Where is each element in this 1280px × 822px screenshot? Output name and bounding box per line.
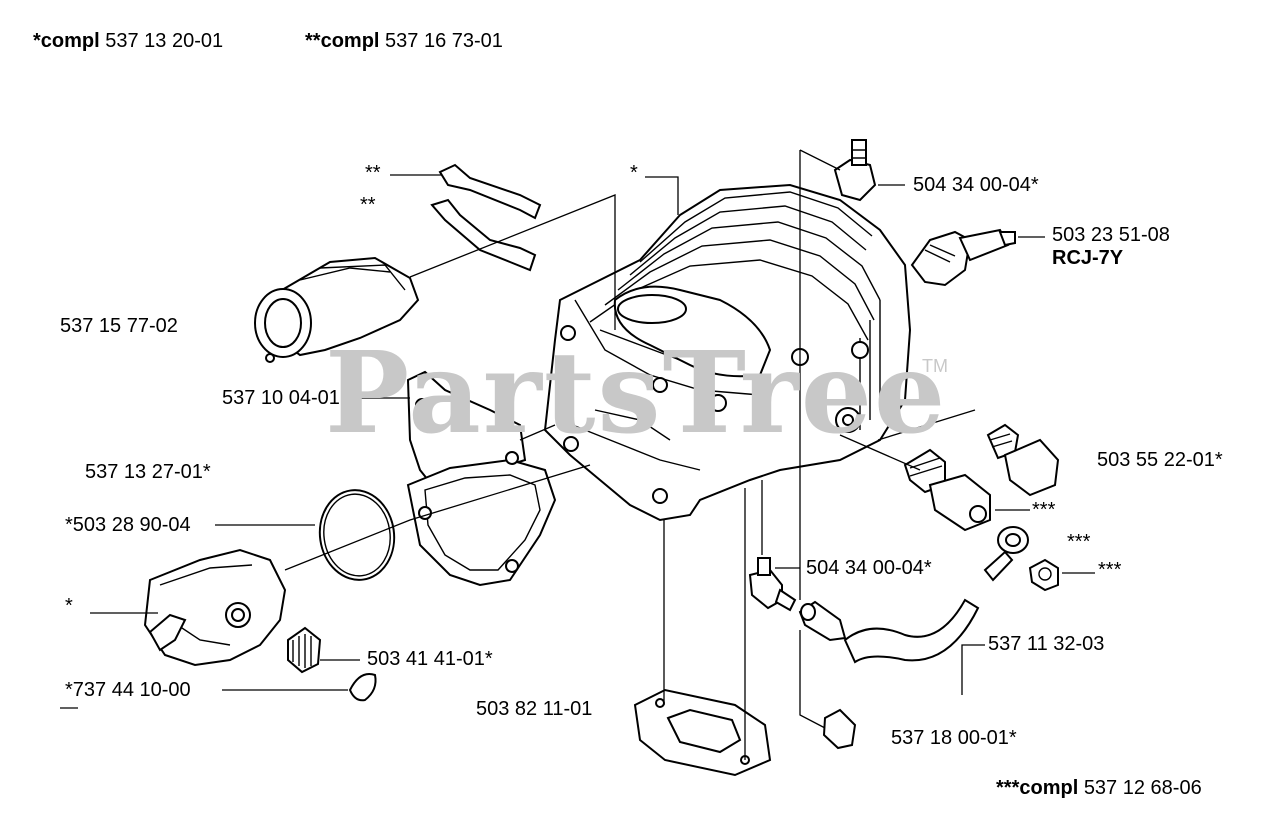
label-537-18-00-01: 537 18 00-01* bbox=[891, 727, 1017, 749]
watermark-tm: TM bbox=[922, 356, 948, 376]
banjo-fitting bbox=[983, 526, 1029, 582]
label-503-82-11-01: 503 82 11-01 bbox=[476, 698, 593, 720]
label-737-44-10-00: *737 44 10-00 bbox=[65, 679, 191, 701]
label-537-10-04-01: 537 10 04-01 bbox=[222, 387, 340, 409]
impulse-nipple-top bbox=[833, 139, 877, 202]
decompression-valve bbox=[986, 423, 1060, 497]
fuel-fitting bbox=[903, 448, 991, 532]
label-dbl-star-1: ** bbox=[365, 162, 381, 184]
compl-note-3: ***compl 537 12 68-06 bbox=[996, 778, 1202, 798]
label-537-13-27-01: 537 13 27-01* bbox=[85, 461, 211, 483]
compl-note-2: **compl 537 16 73-01 bbox=[305, 31, 503, 51]
label-503-41-41-01: 503 41 41-01* bbox=[367, 648, 493, 670]
label-star-top: * bbox=[630, 162, 638, 184]
exhaust-gasket bbox=[633, 688, 772, 777]
cylinder bbox=[543, 183, 912, 522]
label-triple-star-1: *** bbox=[1032, 499, 1056, 521]
piston-ring bbox=[318, 489, 396, 581]
label-star-left: * bbox=[65, 595, 73, 617]
label-504-34-00-04-b: 504 34 00-04* bbox=[806, 557, 932, 579]
label-504-34-00-04-a: 504 34 00-04* bbox=[913, 174, 1039, 196]
label-triple-star-3: *** bbox=[1098, 559, 1122, 581]
compl-prefix-1: *compl bbox=[33, 30, 100, 52]
spark-plug bbox=[910, 228, 1016, 287]
label-503-23-51-08: 503 23 51-08 bbox=[1052, 224, 1170, 246]
circlip bbox=[348, 673, 377, 702]
cylinder-gasket bbox=[406, 370, 557, 587]
label-rcj-7y: RCJ-7Y bbox=[1052, 247, 1124, 269]
label-537-15-77-02: 537 15 77-02 bbox=[60, 315, 178, 337]
intake-manifold bbox=[254, 256, 420, 363]
fuel-hose bbox=[843, 598, 980, 664]
needle-bearing bbox=[287, 626, 322, 674]
clamps bbox=[430, 163, 542, 272]
watermark: PartsTree bbox=[325, 328, 948, 459]
compl-prefix-3: ***compl bbox=[996, 777, 1079, 799]
label-triple-star-2: *** bbox=[1067, 531, 1091, 553]
compl-prefix-2: **compl bbox=[305, 30, 380, 52]
label-503-28-90-04: *503 28 90-04 bbox=[65, 514, 191, 536]
compl-note-1: *compl 537 13 20-01 bbox=[33, 31, 223, 51]
fuel-connector bbox=[798, 600, 847, 642]
compl-number-3: 537 12 68-06 bbox=[1083, 777, 1202, 799]
label-537-11-32-03: 537 11 32-03 bbox=[988, 633, 1105, 655]
plug-cap bbox=[822, 708, 857, 750]
impulse-nipple-bottom bbox=[748, 557, 797, 612]
leader-lines bbox=[60, 149, 1095, 760]
compl-number-2: 537 16 73-01 bbox=[385, 30, 503, 52]
compl-number-1: 537 13 20-01 bbox=[105, 30, 224, 52]
banjo-bolt bbox=[1028, 558, 1059, 592]
label-dbl-star-2: ** bbox=[360, 194, 376, 216]
label-503-55-22-01: 503 55 22-01* bbox=[1097, 449, 1223, 471]
piston bbox=[143, 548, 287, 667]
